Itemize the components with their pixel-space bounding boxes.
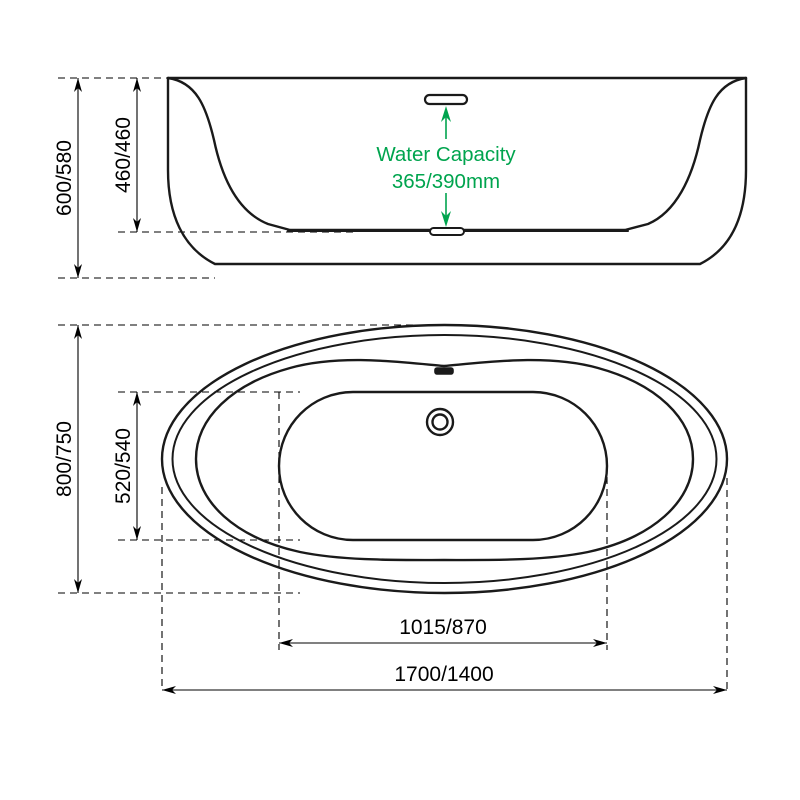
tub-basin-opening-top [194,358,695,562]
dimension-overall-height: 600/580 [53,78,82,278]
water-surface-area [277,390,609,542]
arrow-right [593,639,607,647]
water-capacity-annotation: Water Capacity 365/390mm [376,106,516,227]
dim-label-inner-length: 1015/870 [399,616,487,639]
wc-arrow-down [441,211,451,227]
water-capacity-line1: Water Capacity [376,143,516,166]
overflow-slot-side [423,93,469,106]
dim-label-overall-width: 800/750 [53,421,76,497]
arrow-right [713,686,727,694]
tub-outer-shell-side [166,76,748,266]
dim-label-inner-depth: 460/460 [112,117,135,193]
top-plan-view: 800/750 520/540 [53,323,729,694]
drain-plate-icon [429,227,465,236]
overflow-slot-top [434,367,454,375]
drain-plate-side [429,227,465,236]
arrow-up [133,78,141,92]
arrow-up [74,78,82,92]
top-view-extension-lines [58,324,728,690]
arrow-left [162,686,176,694]
tub-outer-rim-top [160,323,729,595]
dim-label-overall-length: 1700/1400 [394,663,493,686]
water-capacity-line2: 365/390mm [392,170,500,193]
dimension-inner-depth: 460/460 [112,78,141,232]
arrow-down [74,264,82,278]
arrow-down [133,218,141,232]
dimension-inner-width: 520/540 [112,392,141,540]
arrow-down [133,526,141,540]
drain-inner-ring-icon [431,413,449,431]
arrow-up [74,325,82,339]
tub-inner-rim-top [171,334,718,584]
side-elevation-view: 600/580 460/460 [53,76,748,279]
drain-outlet-top [425,407,455,437]
arrow-up [133,392,141,406]
dim-label-inner-width: 520/540 [112,428,135,504]
dimension-overall-length: 1700/1400 [162,663,727,694]
arrow-down [74,579,82,593]
drain-outer-ring-icon [425,407,455,437]
dimension-overall-width: 800/750 [53,325,82,593]
overflow-slot-icon [434,367,454,375]
side-view-extension-lines [58,77,355,279]
dim-label-overall-height: 600/580 [53,140,76,216]
dimension-inner-length: 1015/870 [279,616,607,647]
overflow-slot-icon [423,93,469,106]
arrow-left [279,639,293,647]
wc-arrow-up [441,106,451,122]
